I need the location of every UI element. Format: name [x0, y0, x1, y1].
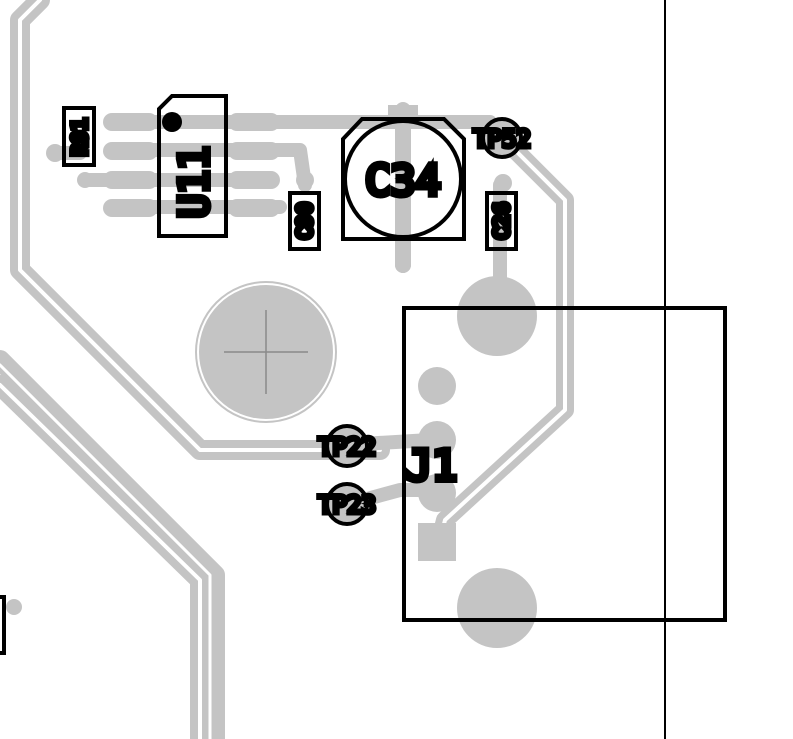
testpoint-tp22[interactable]: TP22 [316, 424, 378, 468]
connector-j1[interactable]: J1 [402, 306, 727, 622]
partial-component-left-edge [0, 595, 6, 655]
tp23-label: TP23 [318, 491, 376, 519]
mounting-hole [195, 281, 337, 423]
testpoint-tp52[interactable]: TP52 [471, 117, 533, 159]
ic-u11[interactable]: U11 [157, 94, 228, 238]
capacitor-c26[interactable]: C26 [485, 191, 518, 251]
r91-label: R91 [68, 118, 92, 156]
copper-pads [6, 105, 537, 648]
u11-label: U11 [172, 146, 218, 218]
c34-label: C34 [365, 156, 441, 205]
tp52-label: TP52 [473, 125, 531, 153]
c26-label: C26 [490, 202, 514, 240]
resistor-r91[interactable]: R91 [62, 106, 96, 167]
testpoint-tp23[interactable]: TP23 [316, 482, 378, 526]
j1-label: J1 [407, 441, 458, 490]
tp22-label: TP22 [318, 433, 376, 461]
c90-label: C90 [293, 202, 317, 240]
capacitor-c90[interactable]: C90 [288, 191, 321, 251]
pin1-marker [162, 112, 182, 132]
capacitor-c34[interactable]: C34 [341, 117, 466, 241]
